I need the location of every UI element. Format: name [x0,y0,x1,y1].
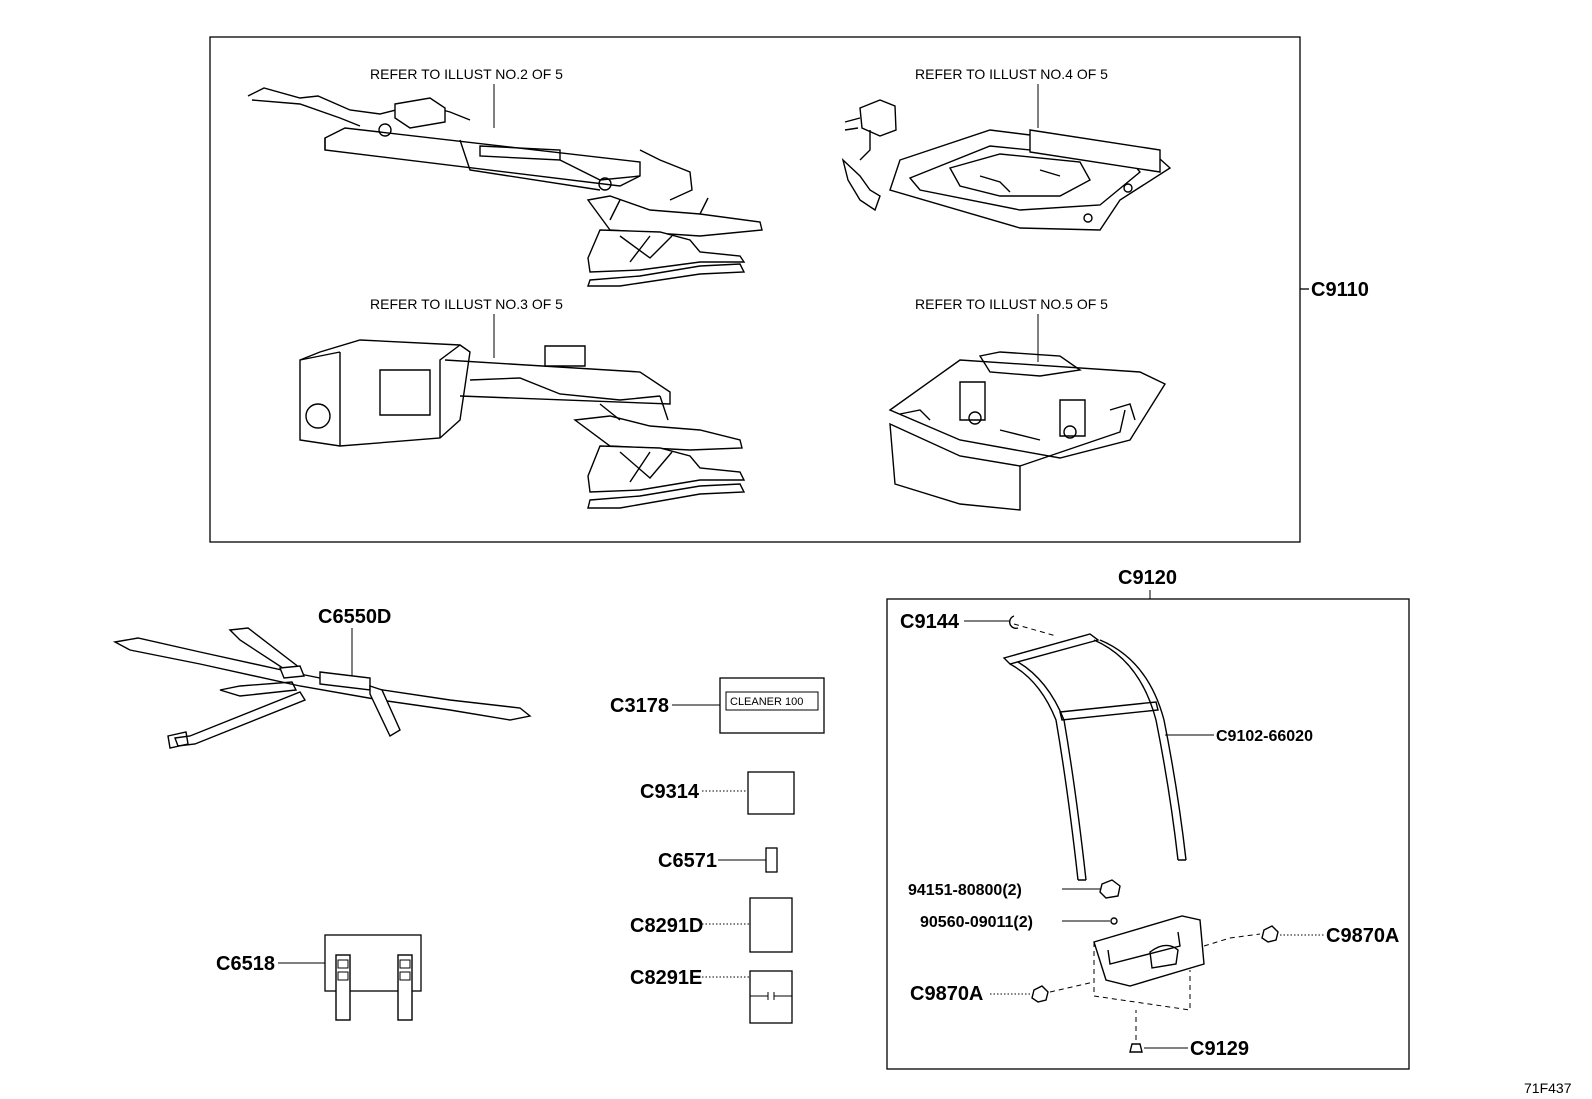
washer-90560 [1110,917,1118,925]
c9144-dash [1013,623,1057,637]
ref-illust-2: REFER TO ILLUST NO.2 OF 5 [370,66,563,82]
callout-c3178: C3178 [610,695,669,717]
nut-94151 [1099,879,1121,899]
seat-frame-illust-2 [247,87,763,287]
clip-c9144 [1008,615,1019,630]
figure-id: 71F437 [1524,1080,1572,1096]
clip-c9870a-right [1261,925,1279,943]
seat-belt-harness-c6550d [112,627,532,749]
callout-c9870a-left: C9870A [910,983,983,1005]
callout-c9144: C9144 [900,611,960,633]
callout-c9120: C9120 [1118,567,1177,589]
ref-illust-3: REFER TO ILLUST NO.3 OF 5 [370,296,563,312]
label-c9314 [747,771,795,815]
headrest-frame-c9102 [1002,633,1187,881]
callout-c9102-66020: C9102-66020 [1216,728,1313,745]
clip-c9870a-left [1031,985,1049,1003]
seat-pan-illust-4 [841,99,1172,231]
callout-c9870a-right: C9870A [1326,925,1399,947]
callout-94151-80800: 94151-80800(2) [908,882,1022,899]
seat-base-illust-5 [888,351,1167,511]
label-c8291d [749,897,793,953]
callout-c9129: C9129 [1190,1038,1249,1060]
cleaner-label-text: CLEANER 100 [730,696,803,708]
callout-c8291e: C8291E [630,967,702,989]
seat-frame-illust-3 [299,339,746,509]
label-c8291e [749,970,793,1024]
strap-pad-c6518 [324,934,422,992]
ref-illust-5: REFER TO ILLUST NO.5 OF 5 [915,296,1108,312]
callout-c6550d: C6550D [318,606,391,628]
callout-c9110: C9110 [1311,279,1369,301]
ref-illust-4: REFER TO ILLUST NO.4 OF 5 [915,66,1108,82]
callout-c6518: C6518 [216,953,275,975]
label-c8291e-divider [750,992,792,1000]
callout-c6571: C6571 [658,850,717,872]
c9120-group-box [886,598,1410,1070]
cleaner-label-inner [725,691,819,711]
callout-c9314: C9314 [640,781,700,803]
cleaner-label-c3178 [719,677,825,734]
screw-c9129 [1129,1043,1143,1053]
strap-pad-buckles [335,954,413,1021]
bracket-plate [1093,915,1261,1011]
c9870a-left-dash [1049,981,1095,993]
callout-90560-09011: 90560-09011(2) [920,914,1033,931]
callout-c8291d: C8291D [630,915,703,937]
label-c6571 [765,847,778,873]
